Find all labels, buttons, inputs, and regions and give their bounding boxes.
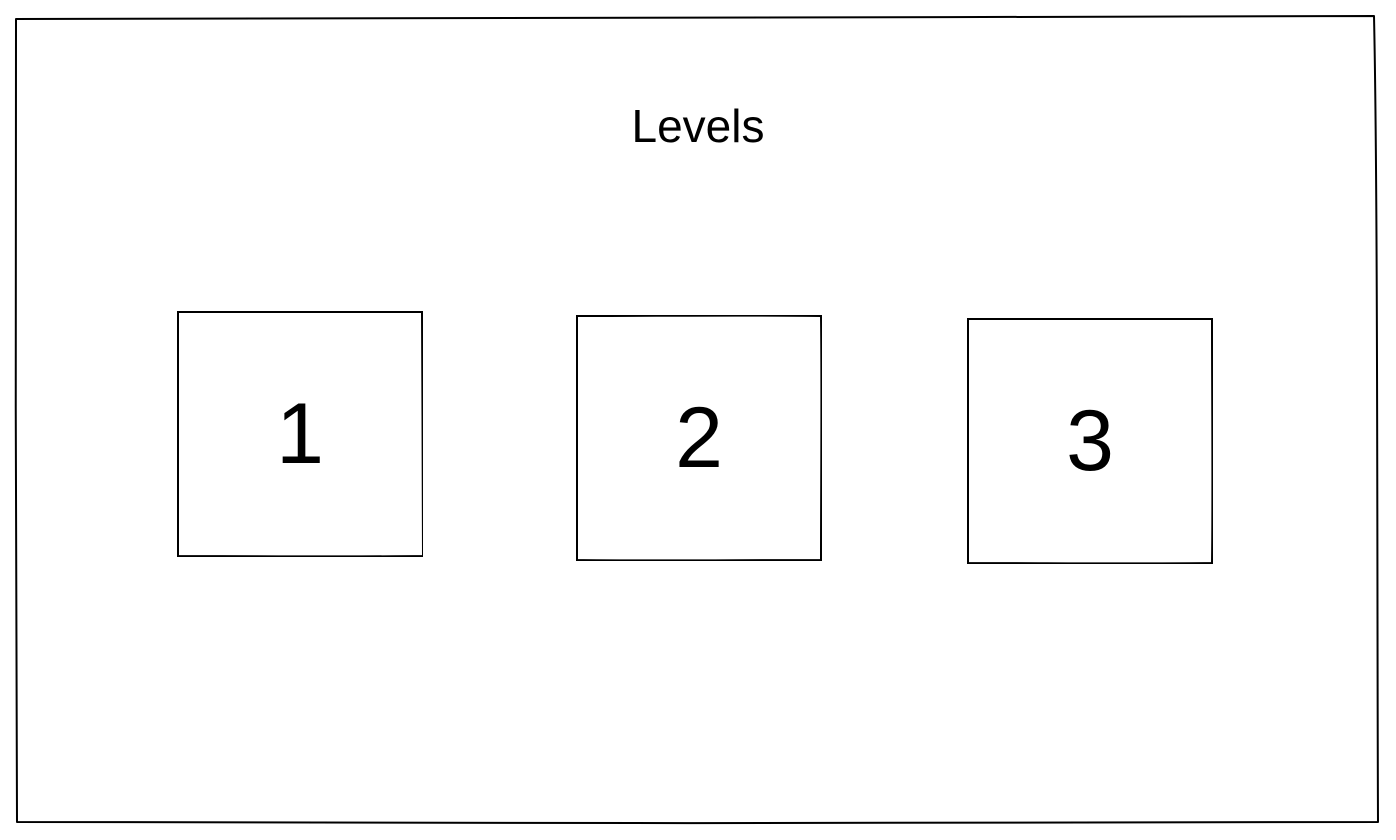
page-title: Levels — [631, 100, 765, 152]
level-3-button[interactable]: 3 — [967, 318, 1213, 564]
level-2-label: 2 — [675, 389, 723, 486]
level-1-button[interactable]: 1 — [177, 311, 423, 557]
level-3-label: 3 — [1066, 392, 1114, 489]
level-1-border — [177, 311, 423, 557]
level-2-button[interactable]: 2 — [576, 315, 822, 561]
level-1-label: 1 — [276, 385, 324, 482]
level-3-border — [967, 318, 1213, 564]
level-2-border — [576, 315, 822, 561]
